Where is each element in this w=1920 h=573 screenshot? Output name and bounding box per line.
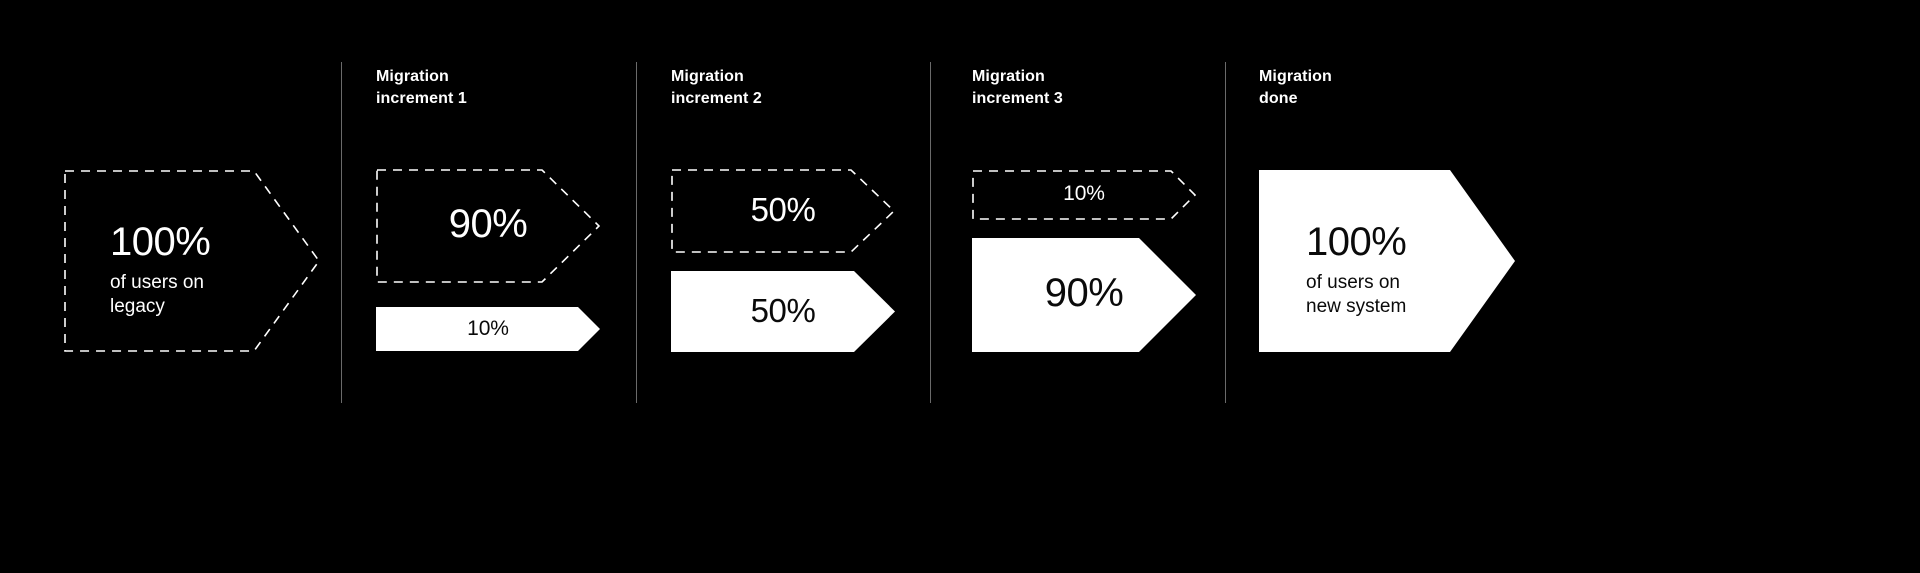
increment-1-new-share-arrow: 10% [376, 307, 600, 351]
increment-2-legacy-share-arrow: 50% [671, 169, 895, 253]
column-divider-1 [341, 62, 342, 403]
legacy-arrow-labels: 100% of users on legacy [110, 219, 300, 319]
column-increment-2-header: Migration increment 2 [671, 68, 762, 107]
increment-3-legacy-share-shape [972, 170, 1196, 220]
column-divider-4 [1225, 62, 1226, 403]
legacy-arrow-shape [64, 170, 320, 352]
legacy-arrow-percent: 100% [110, 220, 211, 264]
new-system-arrow-percent: 100% [1306, 220, 1407, 264]
column-divider-3 [930, 62, 931, 403]
column-increment-3-header: Migration increment 3 [972, 68, 1063, 107]
new-system-arrow-subtext: of users on new system [1306, 272, 1407, 317]
column-divider-2 [636, 62, 637, 403]
increment-2-new-share-arrow: 50% [671, 271, 895, 352]
column-increment-2: Migration increment 2 50% 50% [671, 0, 931, 573]
column-migration-done-header: Migration done [1259, 68, 1332, 107]
column-increment-1: Migration increment 1 90% 10% [376, 0, 636, 573]
column-migration-done: Migration done 100% of users on new syst… [1259, 0, 1659, 573]
increment-2-legacy-share-shape [671, 169, 895, 253]
column-increment-3: Migration increment 3 10% 90% [972, 0, 1232, 573]
increment-1-legacy-share-shape [376, 169, 600, 283]
increment-3-new-share-shape [972, 238, 1196, 352]
legacy-arrow-subtext: of users on legacy [110, 272, 204, 317]
increment-3-new-share-arrow: 90% [972, 238, 1196, 352]
increment-3-legacy-share-arrow: 10% [972, 170, 1196, 220]
new-system-arrow-labels: 100% of users on new system [1306, 219, 1496, 319]
increment-1-new-share-shape [376, 307, 600, 351]
new-system-arrow: 100% of users on new system [1259, 170, 1515, 352]
increment-1-legacy-share-arrow: 90% [376, 169, 600, 283]
new-system-arrow-shape [1259, 170, 1515, 352]
column-increment-1-header: Migration increment 1 [376, 68, 467, 107]
column-legacy-start: 100% of users on legacy [64, 0, 344, 573]
increment-2-new-share-shape [671, 271, 895, 352]
legacy-arrow: 100% of users on legacy [64, 170, 320, 352]
